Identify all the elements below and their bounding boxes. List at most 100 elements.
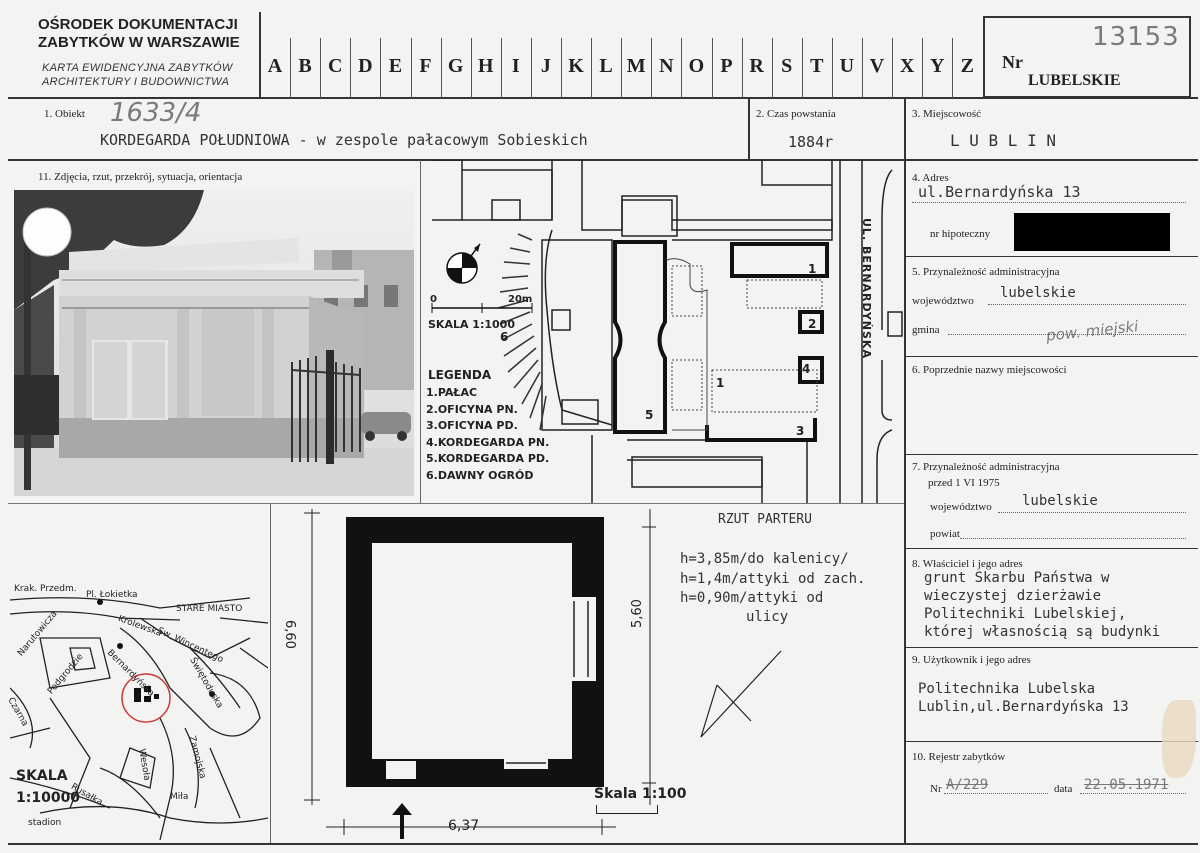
letter-d: D [358, 55, 373, 77]
letter-separator [621, 38, 623, 98]
letter-separator [862, 38, 863, 98]
wlasciciel-label: 8. Właściciel i jego adres [912, 558, 1023, 570]
rejestr-nr-value: A/229 [946, 777, 989, 793]
gmina-handwritten: pow. miejski [1045, 317, 1140, 345]
user-line: Lublin,ul.Bernardyńska 13 [918, 699, 1129, 715]
floor-plan [304, 509, 656, 839]
letter-r: R [749, 55, 764, 77]
letter-z: Z [960, 55, 974, 77]
site-scale-end: 20m [508, 294, 533, 305]
letter-separator [440, 38, 442, 98]
letter-l: L [599, 55, 613, 77]
letter-b: B [298, 55, 312, 77]
nr-box [983, 16, 1191, 98]
letter-separator [561, 38, 562, 98]
wojewodztwo-1975-label: województwo [930, 501, 992, 513]
org-name-line2: ZABYTKÓW W WARSZAWIE [38, 34, 240, 51]
rejestr-data-label: data [1054, 783, 1073, 795]
przynaleznosc-1975-label: 7. Przynależność administracyjna [912, 461, 1060, 473]
czas-label: 2. Czas powstania [756, 108, 836, 120]
nr-handwritten: 13153 [1092, 22, 1180, 52]
letter-separator [320, 38, 322, 98]
letter-i: I [511, 55, 520, 77]
obiekt-handwritten: 1633/4 [110, 98, 202, 128]
letter-e: E [388, 55, 403, 77]
czas-value: 1884r [788, 133, 834, 151]
letter-separator [831, 38, 833, 98]
paper-stain [1162, 700, 1196, 778]
legend-title: LEGENDA [428, 368, 492, 382]
letter-g: G [447, 55, 464, 77]
letter-separator [290, 38, 292, 98]
dim-right: 5,60 [630, 599, 645, 628]
legend-item: 3.OFICYNA PD. [426, 419, 518, 432]
letter-separator [410, 38, 412, 98]
letter-separator [350, 38, 352, 98]
letter-separator [741, 38, 743, 98]
letter-f: F [419, 55, 432, 77]
wojewodztwo-value: lubelskie [1000, 285, 1076, 301]
letter-p: P [720, 55, 733, 77]
legend-item: 4.KORDEGARDA PN. [426, 435, 550, 449]
miejscowosc-value: L U B L I N [950, 131, 1056, 150]
owner-line: której własnością są budynki [924, 624, 1161, 640]
building-number: 1 [808, 262, 817, 276]
owner-line: grunt Skarbu Państwa w [924, 570, 1110, 586]
uzytkownik-label: 9. Użytkownik i jego adres [912, 654, 1031, 666]
building-number: 6 [500, 330, 509, 344]
letter-separator [470, 38, 472, 98]
legend-item: 2.OFICYNA PN. [426, 402, 518, 416]
street-label: Miła [170, 792, 189, 802]
wojewodztwo-label: województwo [912, 295, 974, 307]
card-type-line2: ARCHITEKTURY I BUDOWNICTWA [42, 76, 230, 88]
letter-separator [711, 38, 713, 98]
site-scale-label: SKALA 1:1000 [428, 318, 515, 331]
owner-line: wieczystej dzierżawie [924, 588, 1102, 604]
letter-m: M [626, 55, 646, 77]
nr-value: LUBELSKIE [1028, 72, 1121, 89]
card-type-line1: KARTA EWIDENCYJNA ZABYTKÓW [42, 62, 233, 74]
letter-o: O [688, 55, 705, 77]
dim-bottom: 6,37 [448, 818, 480, 834]
letter-h: H [477, 55, 494, 77]
height-note: h=1,4m/attyki od zach. [680, 571, 866, 587]
building-number: 1 [716, 376, 725, 390]
letter-separator [591, 38, 593, 98]
owner-line: Politechniki Lubelskiej, [924, 606, 1127, 622]
letter-separator [771, 38, 773, 98]
org-name-line1: OŚRODEK DOKUMENTACJI [38, 16, 238, 33]
building-number: 5 [645, 408, 654, 422]
przynaleznosc-label: 5. Przynależność administracyjna [912, 266, 1060, 278]
user-line: Politechnika Lubelska [918, 681, 1096, 697]
adres-value: ul.Bernardyńska 13 [918, 183, 1081, 201]
city-scale-title: SKALA [16, 768, 68, 784]
street-label: Krak. Przedm. [14, 584, 77, 594]
letter-separator [952, 38, 954, 98]
rejestr-nr-label: Nr [930, 783, 942, 795]
wojewodztwo-1975-value: lubelskie [1022, 493, 1098, 509]
obiekt-label: 1. Obiekt [44, 108, 85, 120]
letter-j: J [540, 55, 551, 77]
letter-separator [651, 38, 653, 98]
legend-item: 1.PAŁAC [426, 386, 478, 399]
street-label: Pl. Łokietka [86, 590, 138, 600]
street-bernardynska: UL. BERNARDYŃSKA [860, 218, 873, 359]
letter-separator [801, 38, 803, 98]
city-map [10, 597, 268, 840]
letter-separator [380, 38, 382, 98]
city-scale-value: 1:10000 [16, 790, 81, 806]
przynaleznosc-1975-sub: przed 1 VI 1975 [928, 477, 1000, 489]
dim-left: 6,60 [282, 620, 297, 649]
poprzednie-label: 6. Poprzednie nazwy miejscowości [912, 364, 1067, 376]
rejestr-label: 10. Rejestr zabytków [912, 751, 1006, 763]
letter-a: A [267, 55, 283, 77]
building-number: 3 [796, 424, 805, 438]
building-number: 2 [808, 317, 817, 331]
powiat-label: powiat [930, 528, 960, 540]
nr-label: Nr [1002, 52, 1023, 72]
letter-t: T [810, 55, 824, 77]
letter-separator [892, 38, 894, 98]
height-note: h=3,85m/do kalenicy/ [680, 551, 849, 567]
floor-plan-title: RZUT PARTERU [718, 512, 812, 527]
